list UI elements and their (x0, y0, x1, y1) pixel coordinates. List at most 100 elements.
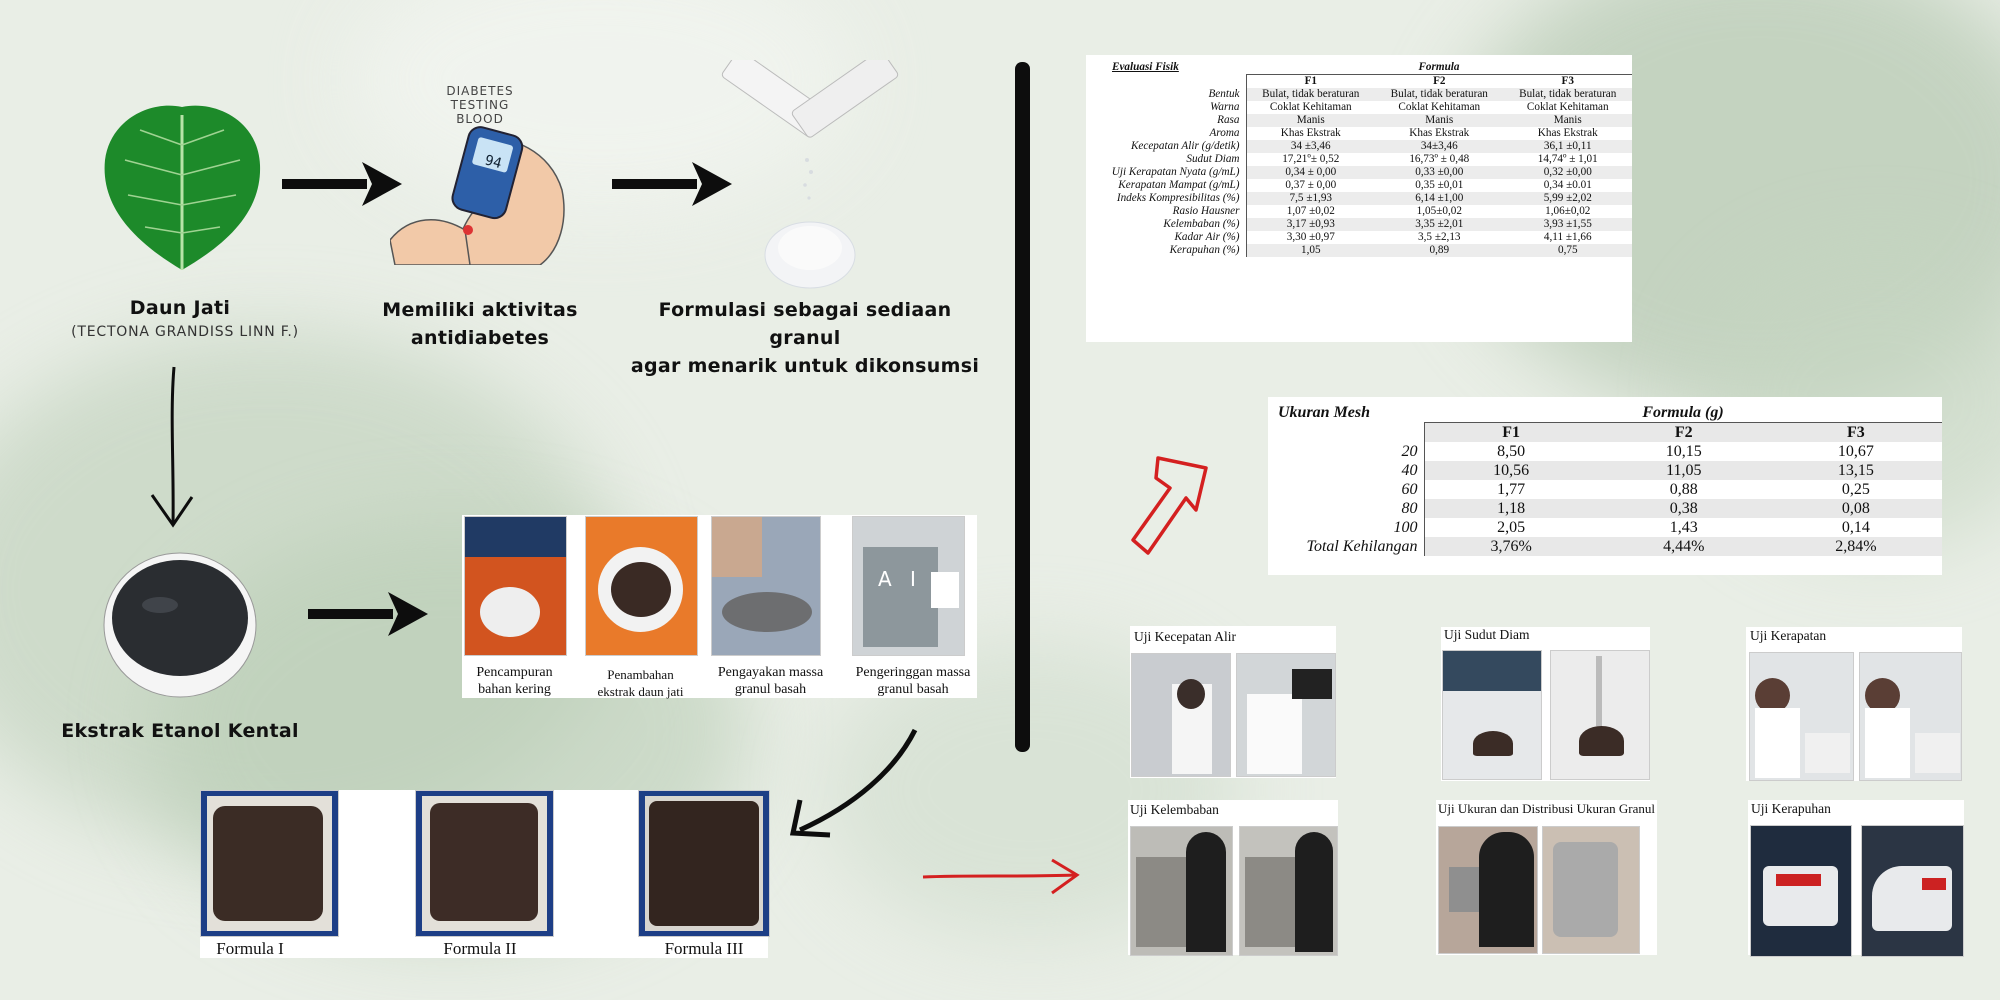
process-photo-adding-extract (585, 516, 698, 656)
table1-col-f3: F3 (1561, 75, 1574, 87)
table2-cell: 10,67 (1837, 443, 1874, 460)
test-photo-granule-2 (1542, 826, 1640, 954)
table1-row-label: Kerapatan Mampat (g/mL) (1118, 179, 1240, 191)
table1-cell: 3,35 ±2,01 (1375, 218, 1504, 231)
table1-cell: 0,34 ±0.01 (1543, 179, 1592, 191)
table1-header-group: Formula (1246, 61, 1632, 75)
table1-row-label: Indeks Kompresibilitas (%) (1116, 192, 1240, 204)
step-caption-2: Penambahan ekstrak daun jati (583, 666, 698, 700)
sachet-granule-illustration (721, 60, 899, 289)
table1-cell: 3,17 ±0,93 (1245, 218, 1376, 231)
test-photo-granule-1 (1438, 826, 1538, 954)
table1-cell: 16,73º ± 0,48 (1409, 153, 1470, 165)
table1-cell: Coklat Kehitaman (1526, 101, 1609, 113)
ethanol-extract-bowl (103, 552, 257, 698)
table2-cell: 0,38 (1597, 499, 1770, 518)
test-photo-density-2 (1859, 652, 1962, 781)
table1-cell: Khas Ekstrak (1245, 127, 1376, 140)
step-3-line1: Pengayakan massa (717, 665, 824, 680)
table1-cell: Coklat Kehitaman (1398, 101, 1481, 113)
table1-col-f1: F1 (1245, 74, 1376, 88)
table1-cell: 3,93 ±1,55 (1503, 218, 1632, 231)
arrow-right-icon (282, 162, 402, 206)
table1-cell: 6,14 ±1,00 (1375, 192, 1504, 205)
formulation-label: Formulasi sebagai sediaan granul agar me… (630, 296, 980, 380)
test-photo-friability-1 (1750, 825, 1852, 957)
table2-col-f2: F2 (1597, 422, 1770, 442)
table2-cell: 2,84% (1769, 537, 1942, 556)
test-photo-flow-rate-2 (1236, 653, 1336, 777)
arrow-right-icon (612, 162, 732, 206)
table1-row-label: Kecepatan Alir (g/detik) (1130, 140, 1240, 152)
table1-row-label: Bentuk (1208, 88, 1240, 100)
table1-cell: Khas Ekstrak (1409, 127, 1470, 139)
table1-cell: 0,33 ±0,00 (1375, 166, 1504, 179)
table2-cell: 2,05 (1423, 518, 1598, 537)
arrow-right-icon (308, 592, 428, 636)
table2-cell: 0,25 (1841, 481, 1870, 498)
table2-cell: 1,43 (1669, 519, 1698, 536)
table2-cell: 3,76% (1423, 537, 1598, 556)
table1-cell: 4,11 ±1,66 (1543, 231, 1592, 243)
glucose-meter-illustration: DIABETES TESTING BLOOD 94 (390, 80, 570, 265)
formula-1-caption: Formula I (216, 939, 284, 958)
extract-label: Ekstrak Etanol Kental (61, 720, 299, 742)
table1-row-label: Kelembaban (%) (1163, 218, 1240, 230)
test-photo-angle-1 (1442, 650, 1542, 780)
table1-cell: Bulat, tidak beraturan (1375, 88, 1504, 101)
table2-col-f3: F3 (1769, 422, 1942, 442)
table2-header-left: Ukuran Mesh (1278, 404, 1371, 422)
table1-cell: 14,74º ± 1,01 (1537, 153, 1598, 165)
test-photo-flow-rate-1 (1131, 653, 1231, 777)
leaf-subtitle: (TECTONA GRANDISS LINN F.) (71, 324, 299, 340)
table1-cell: 1,05±0,02 (1416, 205, 1462, 217)
process-photo-sieving (711, 516, 821, 656)
arrow-down-icon (150, 366, 194, 528)
step-1-line2: bahan kering (478, 682, 551, 697)
formulation-line2: agar menarik untuk dikonsumsi (630, 355, 980, 377)
step-4-line1: Pengeringgan massa (855, 665, 971, 680)
test-caption-humidity: Uji Kelembaban (1130, 802, 1219, 817)
table1-cell: 0,37 ± 0,00 (1245, 179, 1376, 192)
meter-text-line2: TESTING BLOOD (450, 98, 510, 126)
test-caption-angle-of-repose: Uji Sudut Diam (1444, 627, 1530, 642)
table2-cell: 11,05 (1597, 461, 1770, 480)
step-4-line2: granul basah (877, 682, 949, 697)
table1-cell: Khas Ekstrak (1537, 127, 1598, 139)
test-photo-humidity-2 (1239, 826, 1338, 956)
table1-cell: 1,07 ±0,02 (1245, 205, 1376, 218)
table1-cell: 0,89 (1375, 244, 1504, 257)
formula-1-photo (200, 790, 339, 937)
process-photo-drying-oven: A I (852, 516, 965, 656)
test-caption-friability: Uji Kerapuhan (1751, 801, 1831, 816)
arrow-up-outline-icon (1131, 456, 1208, 555)
oven-text: A I (878, 567, 922, 591)
table2-cell: 0,88 (1669, 481, 1698, 498)
formula-2-photo (415, 790, 554, 937)
table1-cell: 17,21º± 0,52 (1245, 153, 1376, 166)
diabetes-label-line1: Memiliki aktivitas (382, 299, 578, 321)
table2-cell: 0,08 (1769, 499, 1942, 518)
vertical-divider (1015, 62, 1030, 752)
step-caption-3: Pengayakan massa granul basah (708, 664, 833, 698)
table1-row-label: Uji Kerapatan Nyata (g/mL) (1111, 166, 1240, 178)
test-caption-granule-size: Uji Ukuran dan Distribusi Ukuran Granul (1438, 801, 1655, 816)
test-photo-density-1 (1749, 652, 1854, 781)
table1-cell: Bulat, tidak beraturan (1503, 88, 1632, 101)
table1-cell: 3,5 ±2,13 (1418, 231, 1461, 243)
table1-row-label: Sudut Diam (1186, 153, 1240, 165)
meter-text-line1: DIABETES (446, 84, 514, 98)
table2-cell: 1,18 (1423, 499, 1598, 518)
table1-cell: 34±3,46 (1375, 140, 1504, 153)
table2-cell: 8,50 (1423, 442, 1598, 461)
